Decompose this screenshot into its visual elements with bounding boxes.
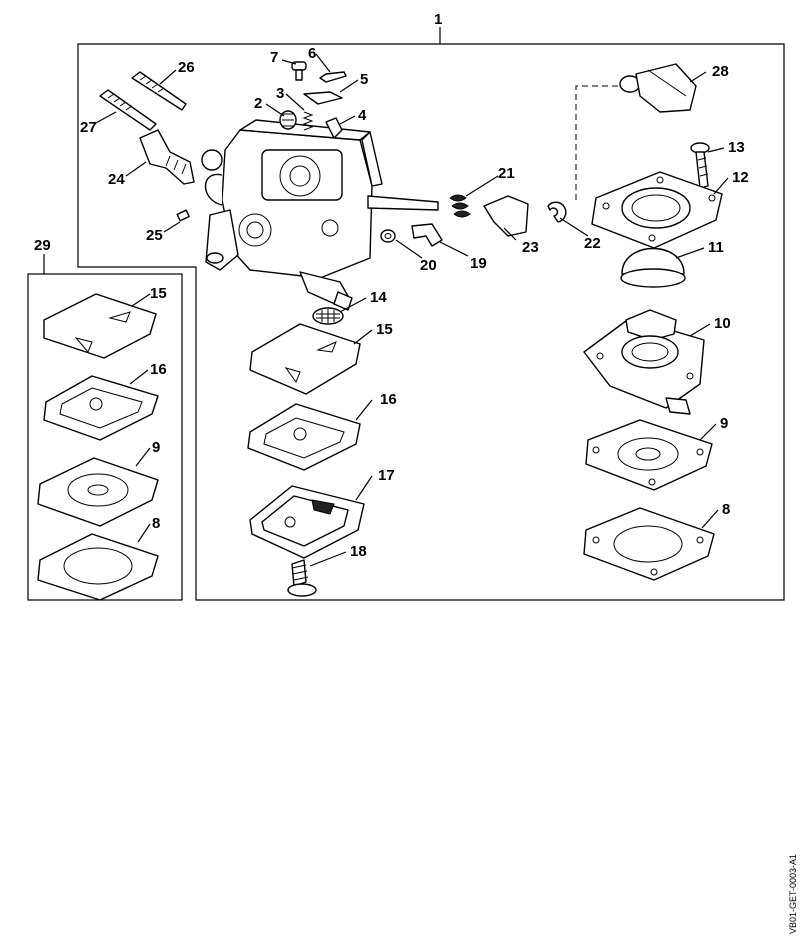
callout-23: 23 (522, 239, 539, 256)
metering-diaphragm-15-kit (43, 293, 157, 359)
callout-18: 18 (350, 543, 367, 560)
callout-10: 10 (714, 315, 731, 332)
nut-2 (279, 110, 297, 130)
callout-28: 28 (712, 63, 729, 80)
bracket-19 (411, 223, 443, 247)
gasket-8-right (583, 507, 715, 581)
throttle-shaft (367, 195, 439, 211)
leader-lines (93, 53, 729, 567)
callout-7: 7 (270, 49, 278, 66)
callout-21: 21 (498, 165, 515, 182)
screw-7 (291, 61, 307, 81)
callout-15-kit: 15 (150, 285, 167, 302)
diagram-code: VB01-GET-0003-A1 (788, 854, 798, 934)
primer-bulb-11 (620, 247, 686, 288)
callout-1: 1 (434, 11, 442, 28)
gasket-16-center (247, 403, 361, 471)
choke-knob-28 (619, 63, 697, 113)
callout-12: 12 (732, 169, 749, 186)
callout-8-kit: 8 (152, 515, 160, 532)
callout-3: 3 (276, 85, 284, 102)
pump-housing-10 (583, 309, 705, 415)
callout-6: 6 (308, 45, 316, 62)
callout-13: 13 (728, 139, 745, 156)
end-cover-17 (249, 485, 365, 559)
gasket-16-kit (43, 375, 159, 441)
callout-16-kit: 16 (150, 361, 167, 378)
callout-labels: 1 29 26 27 24 25 2 3 4 5 6 7 21 23 22 20… (34, 11, 749, 560)
limiter-cap-24 (139, 129, 195, 185)
callout-11: 11 (708, 239, 724, 256)
callout-9-right: 9 (720, 415, 728, 432)
callout-15-center: 15 (376, 321, 393, 338)
screw-18 (287, 559, 317, 597)
callout-14: 14 (370, 289, 387, 306)
callout-27: 27 (80, 119, 97, 136)
pump-cover-12 (591, 171, 723, 249)
pump-diaphragm-9-right (585, 419, 713, 491)
carburetor-body (201, 119, 383, 311)
gasket-8-kit (37, 533, 159, 601)
callout-19: 19 (470, 255, 487, 272)
callout-25: 25 (146, 227, 163, 244)
callout-5: 5 (360, 71, 368, 88)
e-clip-22 (547, 201, 567, 223)
spindle-6 (319, 71, 347, 83)
repair-kit-frame (27, 273, 183, 601)
callout-8-right: 8 (722, 501, 730, 518)
adjusting-screw-26 (131, 71, 187, 111)
callout-17: 17 (378, 467, 395, 484)
callout-26: 26 (178, 59, 195, 76)
throttle-lever-23 (483, 195, 529, 237)
adjusting-screw-27 (99, 89, 157, 131)
control-lever-5 (303, 91, 343, 105)
pin-25 (176, 209, 190, 222)
callout-20: 20 (420, 257, 437, 274)
callout-16-center: 16 (380, 391, 397, 408)
inlet-needle-4 (325, 117, 343, 139)
torsion-spring-21 (449, 194, 471, 218)
callout-24: 24 (108, 171, 125, 188)
filter-screen-14 (312, 307, 344, 325)
callout-2: 2 (254, 95, 262, 112)
callout-9-kit: 9 (152, 439, 160, 456)
callout-4: 4 (358, 107, 367, 124)
metering-diaphragm-15-center (249, 323, 361, 395)
main-assembly-frame (77, 43, 785, 601)
screw-13 (690, 142, 710, 189)
pump-diaphragm-9-kit (37, 457, 159, 527)
spring-3 (302, 111, 314, 131)
callout-22: 22 (584, 235, 601, 252)
nut-20 (380, 229, 396, 243)
callout-29: 29 (34, 237, 51, 254)
